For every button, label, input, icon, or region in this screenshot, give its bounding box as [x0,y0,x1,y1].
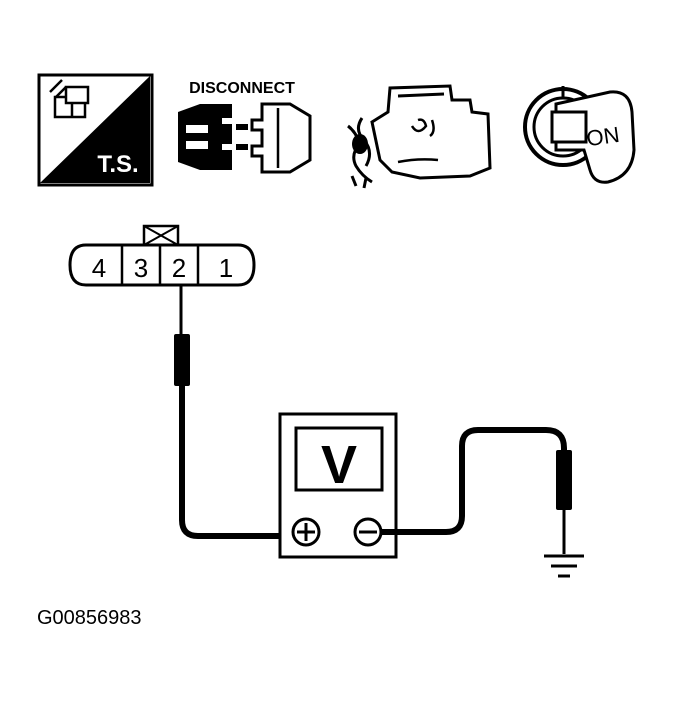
voltmeter: V [278,412,398,559]
pin-label-probed: 2 [172,253,186,283]
key-on-label: ON [585,122,621,151]
voltmeter-display: V [321,435,357,495]
negative-test-lead [381,427,572,554]
pin-label: 3 [134,253,148,283]
terminal-service-icon: T.S. [37,73,154,187]
positive-test-lead [174,285,292,539]
negative-terminal [353,517,383,547]
figure-id: G00856983 [37,607,142,629]
pin-label: 4 [92,253,106,283]
ignition-key-on-icon: ON [523,86,636,184]
positive-terminal [291,517,321,547]
disconnect-label: DISCONNECT [189,80,295,97]
engine-icon [347,84,492,189]
ground-icon [544,554,584,578]
harness-connector: 4 3 2 1 [68,224,256,287]
pin-label: 1 [219,253,233,283]
connector-latch [142,224,180,247]
ts-label: T.S. [97,151,138,178]
connector-disconnect-icon: DISCONNECT [178,80,312,174]
